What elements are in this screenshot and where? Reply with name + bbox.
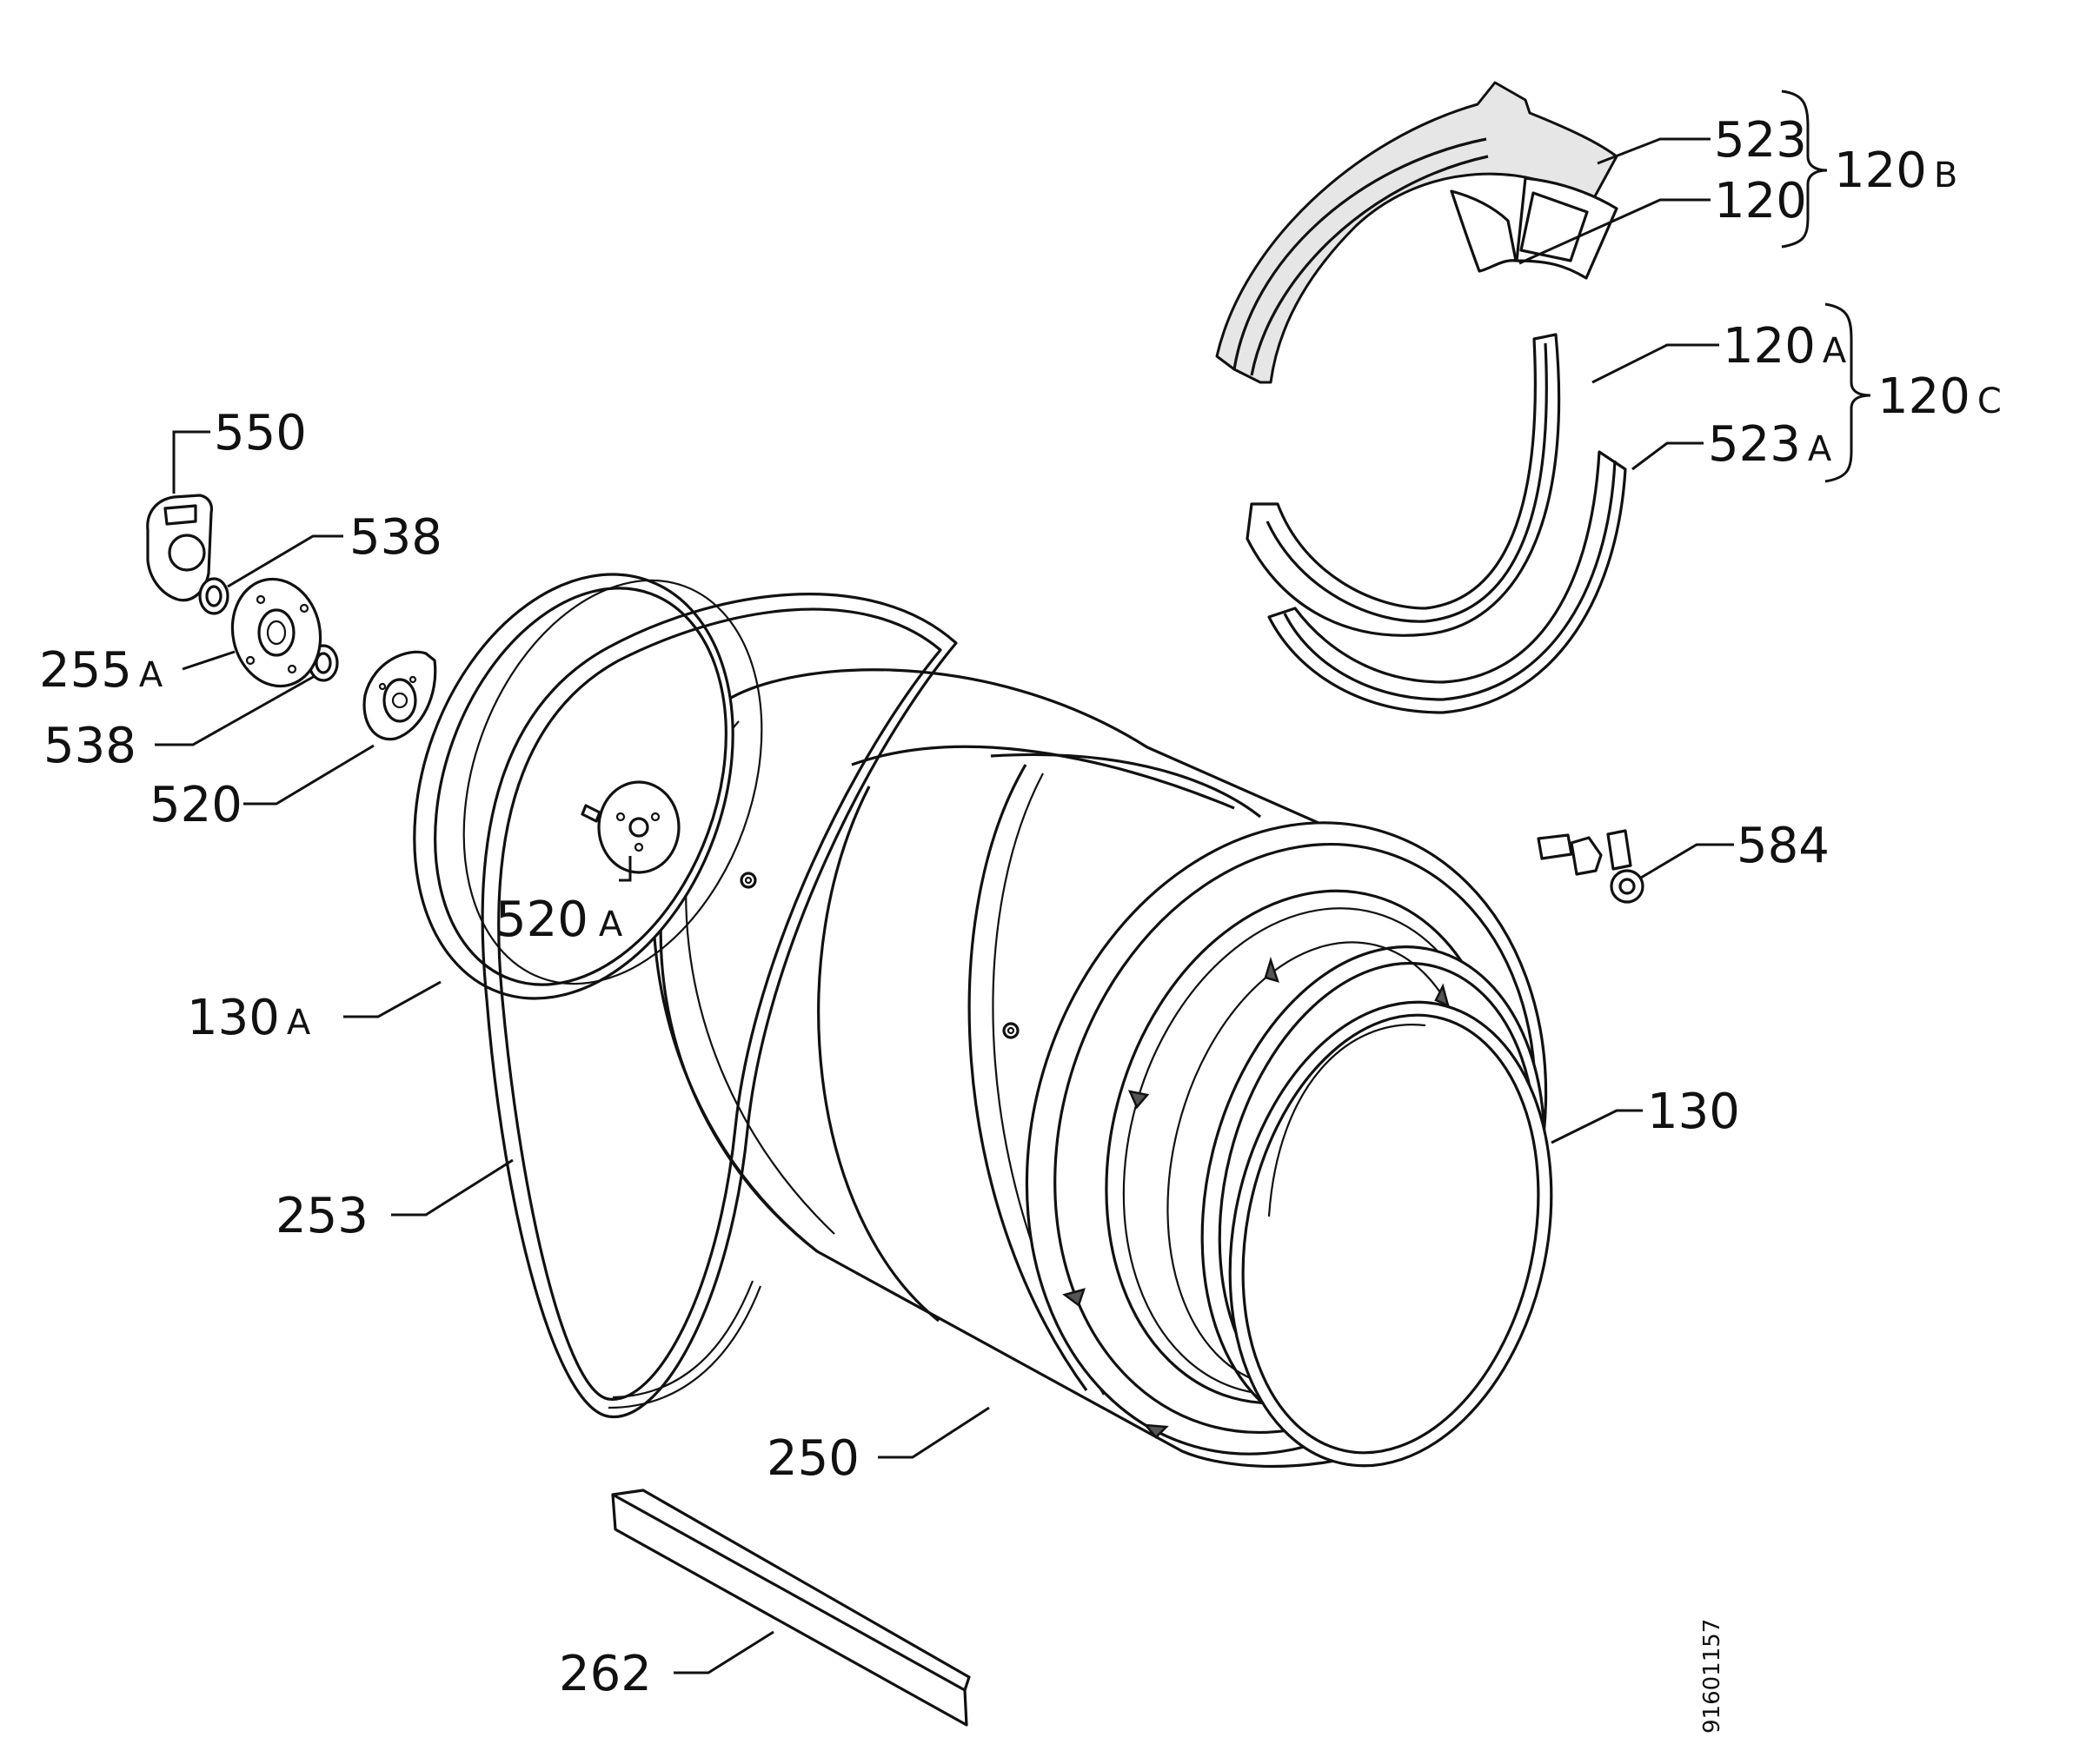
callout-538-bottom: 538 — [43, 718, 136, 774]
filter-120 — [1450, 189, 1518, 273]
brace-120c — [1824, 302, 1871, 483]
callout-130: 130 — [1647, 1084, 1740, 1140]
callout-523: 523 — [1714, 112, 1807, 169]
seal-130 — [1228, 1000, 1553, 1468]
flange-520 — [362, 650, 437, 741]
washer-538-top — [198, 577, 229, 615]
callout-538-top: 538 — [349, 509, 442, 566]
callout-253: 253 — [276, 1188, 369, 1244]
callout-584: 584 — [1737, 818, 1830, 874]
filter-523a — [1267, 450, 1627, 714]
callout-262: 262 — [559, 1646, 652, 1702]
callout-250: 250 — [767, 1430, 860, 1487]
sensor-584 — [1537, 829, 1644, 904]
bar-262 — [611, 1489, 971, 1727]
callout-520: 520 — [149, 777, 242, 833]
belt-253 — [481, 593, 958, 1419]
back-plate-130a — [413, 573, 763, 1000]
callout-550: 550 — [214, 405, 307, 461]
bracket-550 — [146, 494, 214, 602]
document-id: 91601157 — [1699, 1619, 1725, 1734]
callout-120: 120 — [1714, 173, 1807, 229]
flange-255a — [230, 577, 322, 688]
leader-lines — [155, 137, 1734, 1674]
filter-120a — [1246, 333, 1561, 637]
brace-120b — [1781, 90, 1828, 249]
